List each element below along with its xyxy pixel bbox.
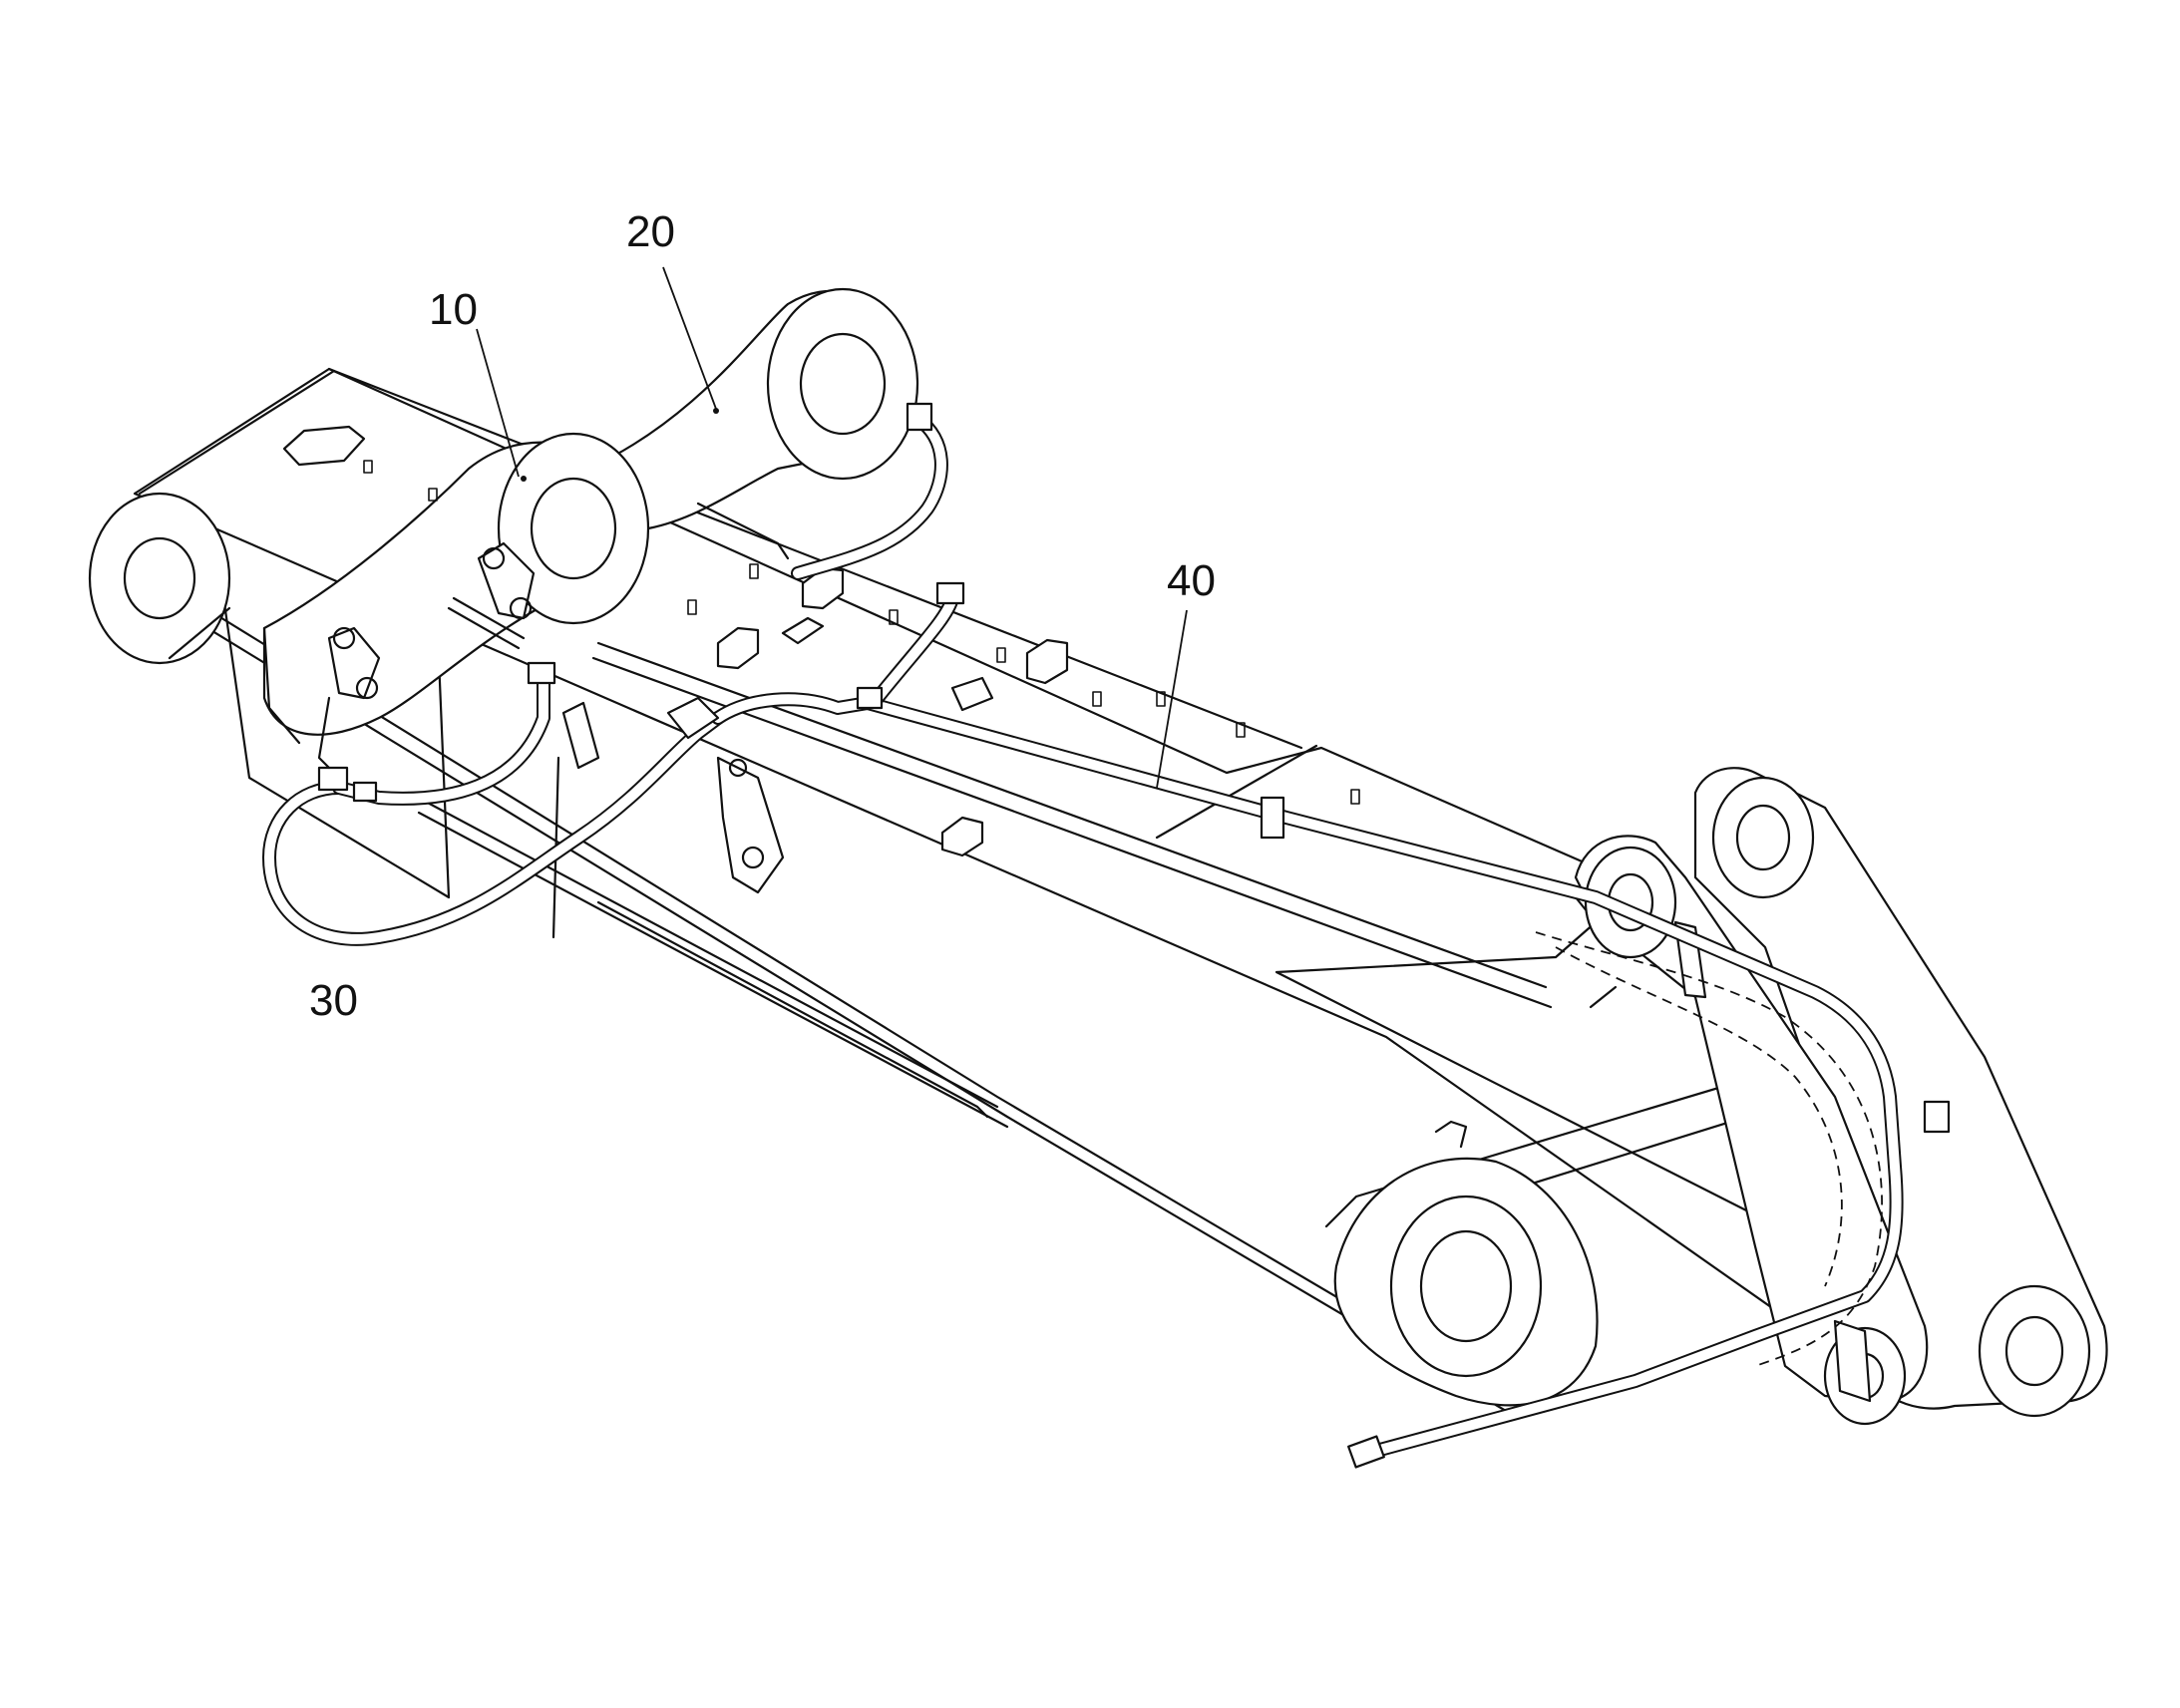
hose-fitting-2 [352,781,378,803]
lug-1 [716,626,760,670]
leader-40 [1156,609,1188,789]
foot-pin-bore [123,536,196,620]
hose-fitting-1 [317,766,349,792]
pipe-40-end-fitting [1347,1435,1385,1469]
mid-bracket [666,696,720,740]
lug-3 [1025,638,1069,685]
inner-boss-top [1584,846,1677,959]
hose-fitting-6 [906,402,933,432]
ref-numeral-20: 20 [626,207,675,256]
ref-numeral-40: 40 [1167,556,1216,605]
boom-top-fittings [282,425,1360,857]
boom-head-brackets [1574,767,2108,1426]
head-clip-2 [1833,1319,1872,1403]
pipe-block [950,676,994,712]
head-boss-top [1711,776,1815,899]
bracket-10-boss [497,432,650,625]
valve-body-right [477,541,536,620]
boom-foot-boss [88,369,336,665]
bracket-20-bore [799,332,887,436]
boom-top-surface [133,367,1957,1368]
arm-boss-ring [1389,1195,1543,1378]
foot-pin-boss [88,492,231,665]
arm-cylinder-boss [1333,1120,1599,1407]
hanger-plate [716,756,785,894]
leader-10 [476,328,520,478]
bracket-20-boss [766,287,919,481]
ref-numeral-30: 30 [309,976,358,1025]
side-tab [561,701,600,770]
clip-block [940,816,984,857]
arm-boss-bore [1419,1229,1513,1343]
hose-fitting-4 [856,686,884,710]
hose-fitting-3 [527,661,556,685]
pad-small [781,616,825,645]
cylinder-bracket-20 [586,287,919,560]
bracket-10-bore [530,477,617,580]
top-plate-pad [282,425,366,467]
head-hose-clamp [1923,1100,1951,1134]
pipe-clamp [1260,796,1285,840]
hose-fitting-5 [935,581,965,605]
valve-assemblies [317,541,994,894]
hose-30 [262,402,965,946]
ref-numeral-10: 10 [429,285,478,334]
reference-labels: 10 20 30 40 [309,207,1216,1025]
pipe-40 [861,696,1951,1469]
leader-20 [662,266,717,410]
head-boss-tip [1978,1284,2091,1418]
